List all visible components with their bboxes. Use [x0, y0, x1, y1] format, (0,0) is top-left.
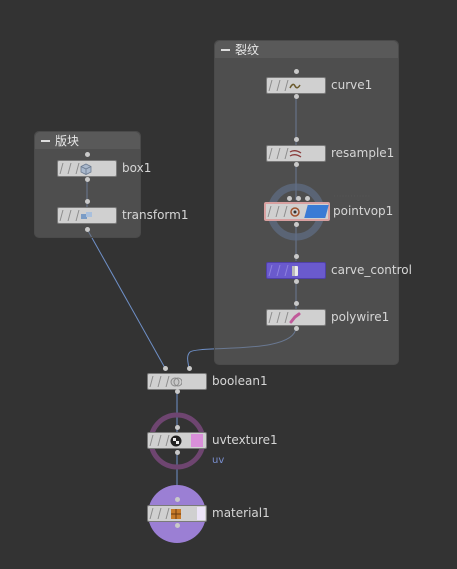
material-icon: [169, 507, 183, 520]
output-connector[interactable]: [175, 523, 180, 528]
node-material1[interactable]: [147, 505, 207, 522]
collapse-button[interactable]: [41, 139, 50, 142]
input-connector[interactable]: [305, 196, 310, 201]
node-label[interactable]: carve_control: [331, 263, 412, 277]
curve-icon: [288, 79, 302, 92]
node-label[interactable]: boolean1: [212, 374, 268, 388]
output-connector[interactable]: [175, 389, 180, 394]
output-connector[interactable]: [85, 227, 90, 232]
polywire-icon: [288, 311, 302, 324]
output-connector[interactable]: [294, 222, 299, 227]
node-boolean1[interactable]: [147, 373, 207, 390]
input-connector[interactable]: [85, 152, 90, 157]
display-flag[interactable]: [197, 507, 205, 520]
input-connector[interactable]: [287, 196, 292, 201]
input-connector[interactable]: [296, 196, 301, 201]
node-label[interactable]: transform1: [122, 208, 189, 222]
carve-icon: [288, 264, 302, 277]
template-flag[interactable]: [191, 434, 203, 447]
netbox-title: 版块: [55, 134, 80, 148]
node-label[interactable]: pointvop1: [333, 204, 394, 218]
node-resample1[interactable]: [266, 145, 326, 162]
node-comment: ·············: [333, 192, 371, 202]
input-connector[interactable]: [294, 254, 299, 259]
box-icon: [79, 162, 93, 175]
node-label[interactable]: curve1: [331, 78, 373, 92]
transform-icon: [79, 209, 93, 222]
resample-icon: [288, 147, 302, 160]
collapse-button[interactable]: [221, 48, 230, 51]
output-connector[interactable]: [294, 326, 299, 331]
output-connector[interactable]: [294, 162, 299, 167]
output-connector[interactable]: [175, 450, 180, 455]
boolean-icon: [169, 375, 183, 388]
node-uvtexture1[interactable]: [147, 432, 207, 449]
input-connector[interactable]: [294, 69, 299, 74]
node-curve1[interactable]: [266, 77, 326, 94]
netbox-title: 裂纹: [235, 43, 260, 57]
input-connector[interactable]: [85, 199, 90, 204]
node-transform1[interactable]: [57, 207, 117, 224]
node-label[interactable]: box1: [122, 161, 152, 175]
node-label[interactable]: material1: [212, 506, 270, 520]
display-flag[interactable]: [304, 205, 329, 218]
input-connector[interactable]: [175, 497, 180, 502]
input-connector[interactable]: [163, 366, 168, 371]
wire-transform-boolean: [86, 228, 166, 369]
output-connector[interactable]: [294, 94, 299, 99]
node-pointvop1[interactable]: [264, 202, 330, 221]
checker-icon: [169, 434, 183, 447]
input-connector[interactable]: [294, 137, 299, 142]
output-connector[interactable]: [294, 279, 299, 284]
input-connector[interactable]: [187, 366, 192, 371]
output-connector[interactable]: [85, 177, 90, 182]
node-box1[interactable]: [57, 160, 117, 177]
node-label[interactable]: uvtexture1: [212, 433, 278, 447]
vop-icon: [288, 205, 302, 218]
attribute-badge: uv: [212, 455, 225, 466]
input-connector[interactable]: [294, 301, 299, 306]
node-label[interactable]: resample1: [331, 146, 395, 160]
node-label[interactable]: polywire1: [331, 310, 390, 324]
node-carve-control[interactable]: [266, 262, 326, 279]
node-polywire1[interactable]: [266, 309, 326, 326]
input-connector[interactable]: [175, 425, 180, 430]
